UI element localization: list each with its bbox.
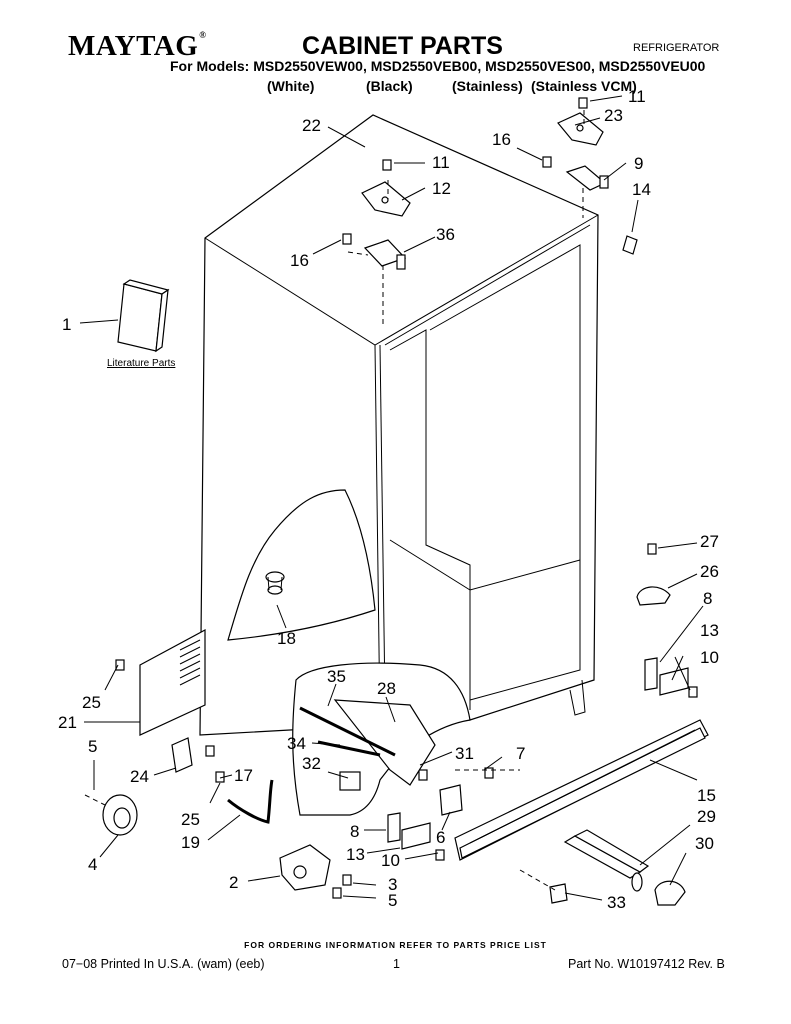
condenser-fan-motor	[84, 794, 138, 836]
cabinet-cutaway	[227, 489, 376, 641]
callout-12: 12	[432, 179, 451, 198]
leader-lines	[79, 95, 704, 901]
toe-grille	[454, 719, 709, 861]
callout-24: 24	[130, 767, 149, 786]
hinge-bracket-8	[387, 812, 401, 843]
variant-stainless-vcm: (Stainless VCM)	[531, 78, 637, 94]
callout-9: 9	[634, 154, 643, 173]
print-info: 07−08 Printed In U.S.A. (wam) (eeb)	[62, 957, 265, 971]
callout-11a: 11	[432, 153, 450, 172]
callout-3: 3	[388, 875, 397, 894]
door-cam	[636, 586, 671, 606]
drain-grommet	[265, 571, 285, 595]
literature-parts-label: Literature Parts	[107, 358, 176, 369]
registered-mark: ®	[199, 30, 207, 40]
water-valve	[279, 844, 331, 891]
callout-36: 36	[436, 225, 455, 244]
filter-clip	[549, 883, 568, 904]
callout-18: 18	[277, 629, 296, 648]
mounting-bracket	[171, 737, 193, 773]
page-title: CABINET PARTS	[302, 32, 503, 60]
callout-13a: 13	[346, 845, 365, 864]
top-hinge-left	[347, 180, 411, 325]
callout-16a: 16	[492, 130, 511, 149]
callout-34: 34	[287, 734, 306, 753]
door-stop	[622, 235, 638, 255]
callout-32: 32	[302, 754, 321, 773]
hinge-bracket-13	[401, 822, 431, 850]
callout-7: 7	[516, 744, 525, 763]
top-hinge-right	[557, 110, 609, 218]
product-category: REFRIGERATOR	[633, 42, 720, 54]
callout-25a: 25	[82, 693, 101, 712]
part-number: Part No. W10197412 Rev. B	[568, 957, 725, 971]
literature-pack	[117, 279, 170, 353]
models-line: For Models: MSD2550VEW00, MSD2550VEB00, …	[170, 58, 706, 74]
water-tube	[227, 779, 274, 824]
page-number: 1	[393, 957, 400, 971]
callout-13b: 13	[700, 621, 719, 640]
callout-11b: 11	[628, 87, 646, 106]
callout-33: 33	[607, 893, 626, 912]
brand-logo: MAYTAG®	[68, 30, 207, 63]
callout-8a: 8	[350, 822, 359, 841]
callout-2: 2	[229, 873, 238, 892]
callout-22: 22	[302, 116, 321, 135]
callout-21: 21	[58, 713, 77, 732]
callout-29: 29	[697, 807, 716, 826]
brand-name: MAYTAG	[68, 30, 199, 62]
callout-14: 14	[632, 180, 651, 199]
callout-1: 1	[62, 315, 71, 334]
ordering-note: FOR ORDERING INFORMATION REFER TO PARTS …	[244, 940, 547, 950]
callout-27: 27	[700, 532, 719, 551]
bracket-6	[439, 784, 463, 816]
callout-28: 28	[377, 679, 396, 698]
callout-10a: 10	[381, 851, 400, 870]
hinge-bracket-13-right	[659, 667, 689, 696]
hinge-bracket-8-right	[644, 657, 658, 691]
variant-stainless: (Stainless)	[452, 78, 523, 94]
callout-30: 30	[695, 834, 714, 853]
variant-white: (White)	[267, 78, 315, 94]
callout-16b: 16	[290, 251, 309, 270]
variant-black: (Black)	[366, 78, 413, 94]
callout-17: 17	[234, 766, 253, 785]
callout-4: 4	[88, 855, 97, 874]
callout-6: 6	[436, 828, 445, 847]
screws	[115, 97, 698, 899]
callout-25b: 25	[181, 810, 200, 829]
callout-8b: 8	[703, 589, 712, 608]
callout-23: 23	[604, 106, 623, 125]
callout-15: 15	[697, 786, 716, 805]
callout-26: 26	[700, 562, 719, 581]
callout-35: 35	[327, 667, 346, 686]
callout-5a: 5	[88, 737, 97, 756]
callout-5b: 5	[388, 891, 397, 910]
water-filter	[563, 829, 650, 892]
filter-cap	[654, 880, 686, 906]
callout-19: 19	[181, 833, 200, 852]
callout-31: 31	[455, 744, 474, 763]
rear-access-panel	[139, 628, 206, 736]
callout-10b: 10	[700, 648, 719, 667]
callouts: 1 2 3 4 5 5 5 6 7 8 8 9 10 10 11 11 12 1…	[58, 87, 719, 912]
